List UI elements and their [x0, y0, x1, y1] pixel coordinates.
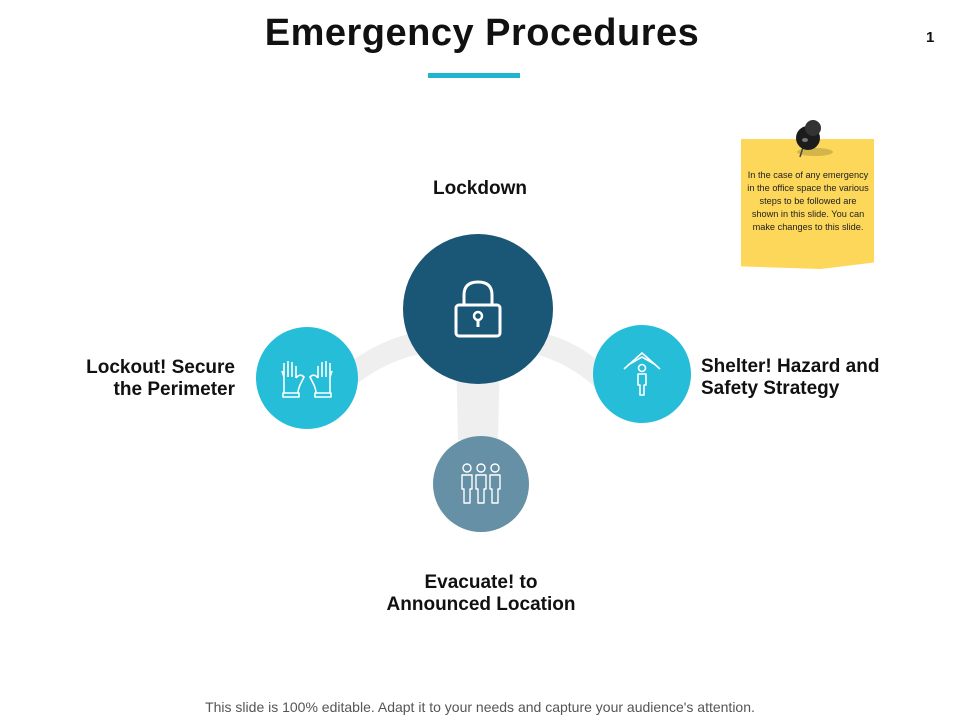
- sticky-note-text: In the case of any emergency in the offi…: [746, 169, 870, 234]
- padlock-icon: [452, 278, 504, 340]
- lockout-node[interactable]: [256, 327, 358, 429]
- person-under-roof-icon: [620, 349, 664, 399]
- raised-hands-icon: [278, 357, 336, 399]
- lockdown-node[interactable]: [403, 234, 553, 384]
- shelter-node[interactable]: [593, 325, 691, 423]
- evacuate-node[interactable]: [433, 436, 529, 532]
- footer-caption: This slide is 100% editable. Adapt it to…: [0, 699, 960, 715]
- lockout-label: Lockout! Secure the Perimeter: [40, 357, 235, 401]
- pushpin-icon: [790, 116, 836, 160]
- lockdown-label: Lockdown: [380, 178, 580, 200]
- group-of-people-icon: [459, 461, 503, 507]
- evacuate-label: Evacuate! to Announced Location: [350, 572, 612, 616]
- shelter-label: Shelter! Hazard and Safety Strategy: [701, 356, 941, 400]
